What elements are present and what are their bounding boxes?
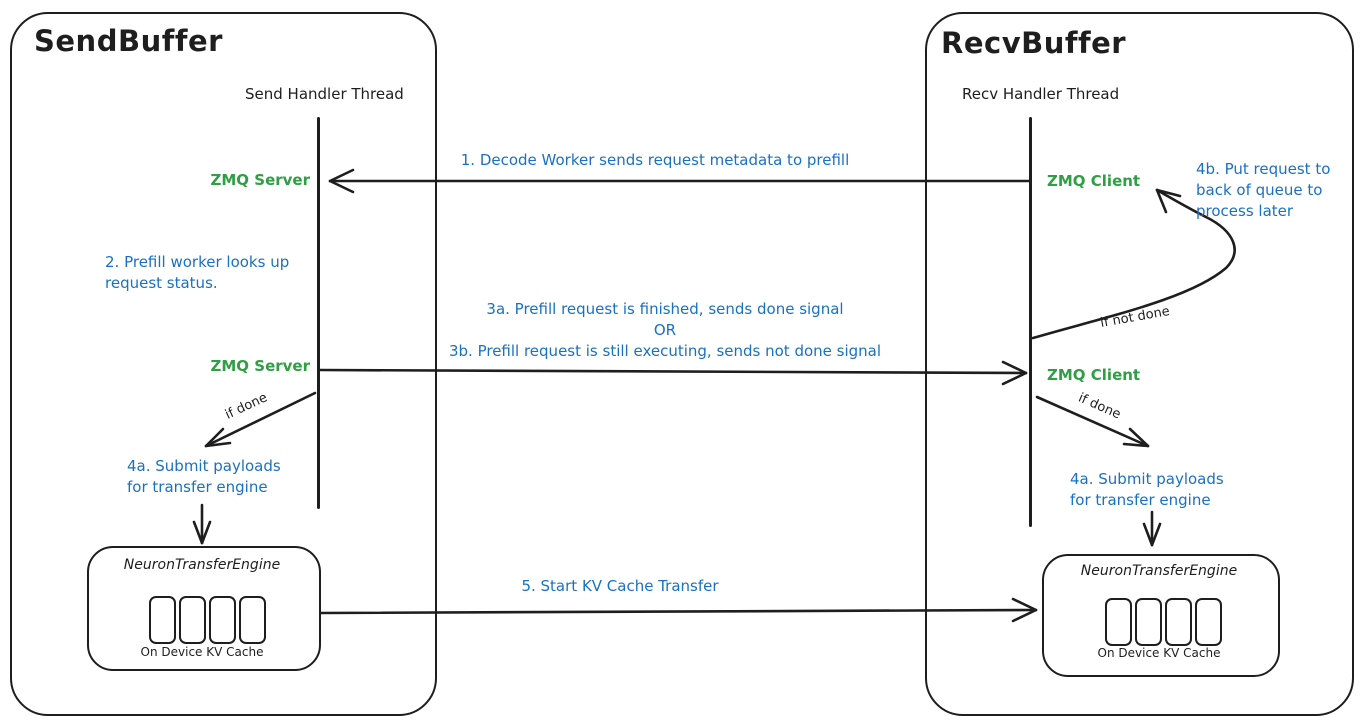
- step3-annotation: 3a. Prefill request is finished, sends d…: [385, 299, 945, 362]
- kv-cache-slot: [239, 596, 266, 644]
- recv-buffer-box: [925, 12, 1354, 716]
- send-thread-lifeline: [317, 117, 320, 509]
- step4b-annotation: 4b. Put request to back of queue to proc…: [1196, 160, 1331, 220]
- recv-kv-cache-slots: [1105, 598, 1222, 646]
- kv-cache-slot: [149, 596, 176, 644]
- kv-cache-slot: [1135, 598, 1162, 646]
- recv-buffer-title: RecvBuffer: [941, 26, 1127, 60]
- send-buffer-title: SendBuffer: [34, 24, 223, 58]
- recv-zmq-client-bottom-label: ZMQ Client: [1047, 366, 1141, 384]
- send-zmq-server-top-label: ZMQ Server: [210, 171, 311, 189]
- send-buffer-box: [10, 12, 437, 716]
- send-kv-cache-label: On Device KV Cache: [140, 645, 264, 659]
- recv-thread-lifeline: [1029, 117, 1032, 527]
- kv-cache-slot: [209, 596, 236, 644]
- step3a-line: 3a. Prefill request is finished, sends d…: [486, 300, 844, 318]
- recv-zmq-client-top-label: ZMQ Client: [1047, 172, 1141, 190]
- step5-annotation: 5. Start KV Cache Transfer: [521, 577, 719, 595]
- kv-cache-slot: [1105, 598, 1132, 646]
- kv-cache-slot: [1165, 598, 1192, 646]
- step3b-line: 3b. Prefill request is still executing, …: [448, 342, 882, 360]
- recv-thread-label: Recv Handler Thread: [962, 85, 1120, 103]
- step4a-left-annotation: 4a. Submit payloads for transfer engine: [127, 457, 281, 496]
- step1-annotation: 1. Decode Worker sends request metadata …: [460, 151, 850, 169]
- kv-cache-slot: [179, 596, 206, 644]
- step4a-right-annotation: 4a. Submit payloads for transfer engine: [1070, 470, 1224, 509]
- send-thread-label: Send Handler Thread: [245, 85, 404, 103]
- send-kv-cache-slots: [149, 596, 266, 644]
- kv-cache-slot: [1195, 598, 1222, 646]
- step3-or-line: OR: [653, 321, 677, 339]
- send-transfer-engine-title: NeuronTransferEngine: [123, 557, 281, 573]
- send-zmq-server-bottom-label: ZMQ Server: [210, 357, 311, 375]
- recv-kv-cache-label: On Device KV Cache: [1097, 646, 1221, 660]
- recv-transfer-engine-title: NeuronTransferEngine: [1080, 563, 1238, 579]
- step2-annotation: 2. Prefill worker looks up request statu…: [105, 253, 290, 292]
